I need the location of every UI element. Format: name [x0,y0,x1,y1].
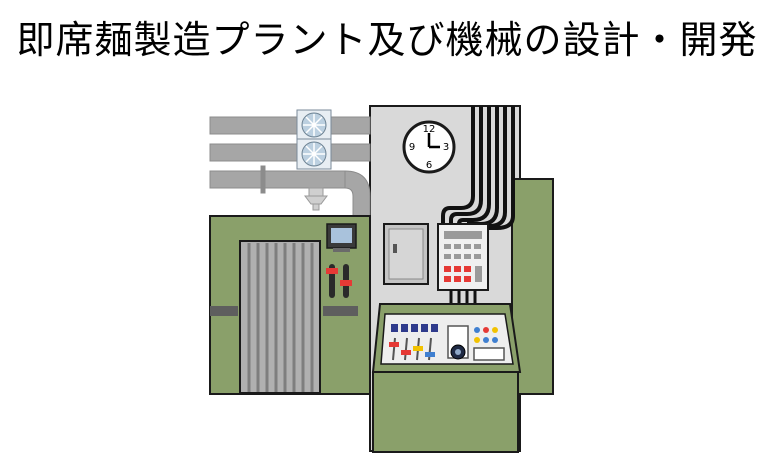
clock-numeral-6: 6 [426,160,432,171]
pipes [209,116,371,217]
console-base [372,371,519,453]
operator-console [371,303,522,453]
page-title: 即席麺製造プラント及び機械の設計・開発 [16,18,758,62]
clock-numeral-3: 3 [443,142,449,153]
shutter-door [239,240,321,394]
wall-clock: 12 3 6 9 [402,120,456,174]
clock-numeral-9: 9 [409,142,415,153]
clock-numeral-12: 12 [423,124,436,135]
control-box [437,223,489,291]
pipe-elbow [344,170,371,217]
pipe-top [209,116,371,135]
wall-electrical-cabinet [383,223,429,285]
clock-hands [427,133,440,149]
left-machine-rail-right [323,306,358,316]
dispensing-nozzle [304,187,328,211]
pipe-flange [260,165,266,194]
left-machine-rail-left [210,306,238,316]
lever-switches [326,264,352,298]
pipe-middle [209,143,371,162]
fan-unit-middle [296,138,332,170]
cables [441,106,515,230]
monitor-screen [326,223,357,252]
factory-machine-illustration: 12 3 6 9 [209,105,554,453]
fan-unit-top [296,109,332,141]
pipe-bottom [209,170,346,189]
lower-cables [449,290,477,304]
